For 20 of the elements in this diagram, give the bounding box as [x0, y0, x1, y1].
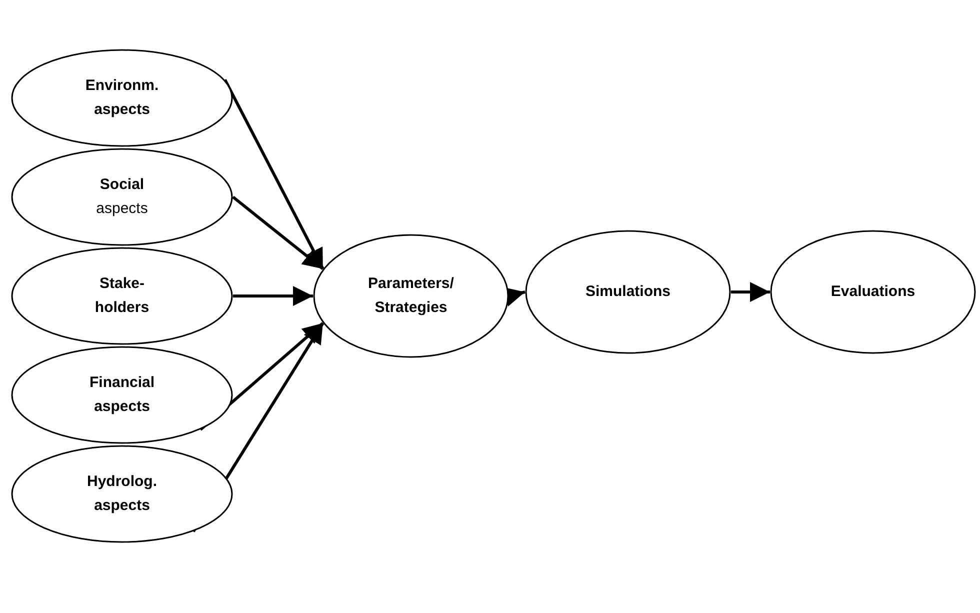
node-label: Simulations: [585, 282, 670, 302]
ellipse-node: [11, 49, 233, 147]
ellipse-node: [313, 234, 509, 358]
ellipse-node: [11, 247, 233, 345]
node-label: Environm. aspects: [84, 76, 160, 120]
ellipse-node: [525, 230, 731, 354]
node-label: Social aspects: [95, 175, 149, 219]
ellipse-node: [770, 230, 976, 354]
node-label: Stake- holders: [94, 274, 150, 318]
node-label: Evaluations: [830, 282, 916, 302]
node-label: Hydrolog. aspects: [86, 472, 158, 516]
node-label: Parameters/ Strategies: [367, 274, 455, 318]
ellipse-node: [11, 445, 233, 543]
node-label: Financial aspects: [88, 373, 156, 417]
arrow: [232, 196, 324, 270]
ellipse-node: [11, 346, 233, 444]
ellipse-node: [11, 148, 233, 246]
arrow: [233, 286, 313, 306]
arrow: [224, 78, 324, 270]
arrow: [731, 282, 770, 302]
